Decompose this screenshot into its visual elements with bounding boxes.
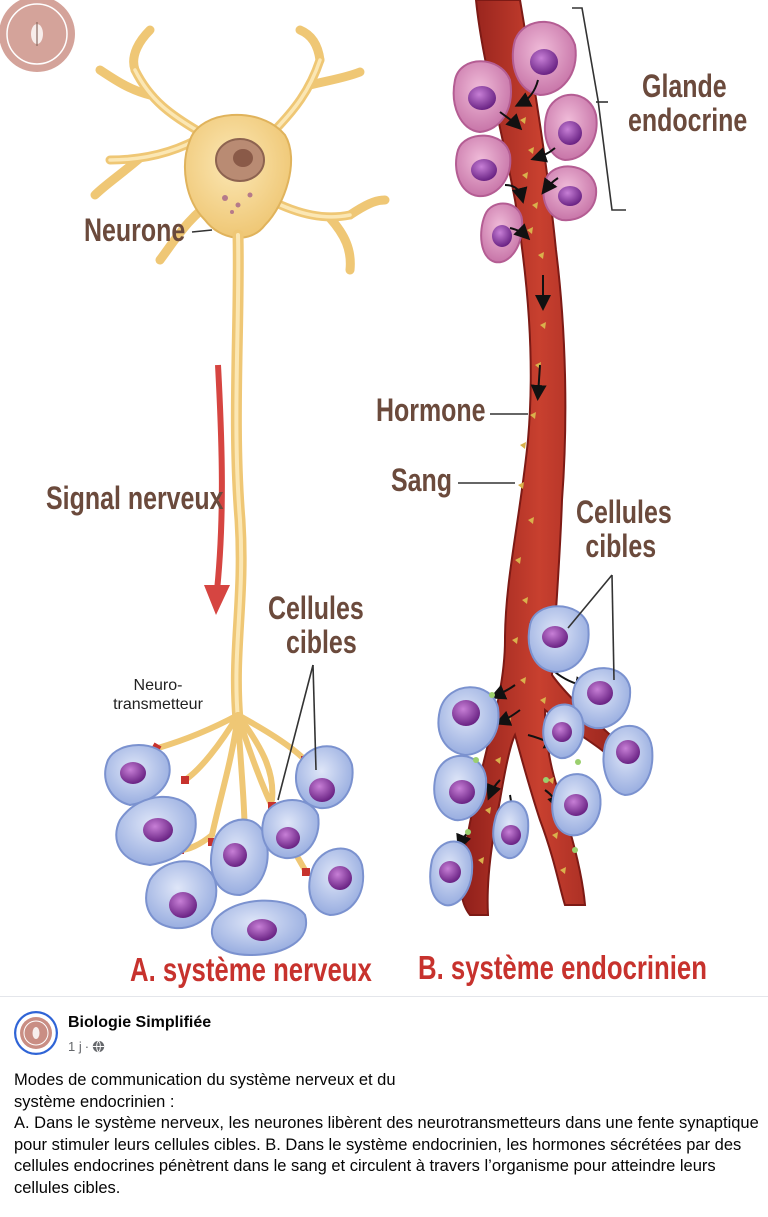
meta-separator: · bbox=[84, 1039, 90, 1054]
page-name-link[interactable]: Biologie Simplifiée bbox=[68, 1014, 212, 1031]
caption-systeme-endocrinien: B. système endocrinien bbox=[418, 949, 707, 986]
label-cellules-cibles-a: Cellules cibles bbox=[268, 590, 364, 660]
label-neurotransmetteur: Neuro- transmetteur bbox=[113, 677, 203, 714]
label-sang: Sang bbox=[391, 462, 453, 498]
caption-systeme-nerveux: A. système nerveux bbox=[130, 951, 372, 988]
post-header: Biologie Simplifiée 1 j · bbox=[14, 1011, 754, 1057]
label-glande-endocrine: Glande endocrine bbox=[628, 68, 748, 138]
label-hormone: Hormone bbox=[376, 392, 486, 428]
avatar[interactable] bbox=[14, 1011, 58, 1055]
post-image[interactable]: Neurone Signal nerveux Neuro- transmette… bbox=[0, 0, 768, 995]
post-text-line-2: système endocrinien : bbox=[14, 1092, 175, 1111]
divider bbox=[0, 996, 768, 997]
nervous-endocrine-diagram bbox=[90, 0, 654, 957]
label-neurone: Neurone bbox=[84, 212, 186, 248]
post-text-line-1: Modes de communication du système nerveu… bbox=[14, 1071, 396, 1089]
globe-icon bbox=[92, 1040, 105, 1053]
label-cellules-cibles-b: Cellules cibles bbox=[576, 494, 672, 564]
post-text-body: A. Dans le système nerveux, les neurones… bbox=[14, 1114, 759, 1197]
watermark-logo bbox=[0, 0, 78, 74]
signal-arrow bbox=[213, 364, 225, 601]
label-signal-nerveux: Signal nerveux bbox=[46, 480, 224, 516]
post-time[interactable]: 1 j bbox=[68, 1039, 82, 1054]
post-text: Modes de communication du système nerveu… bbox=[14, 1070, 759, 1199]
post-meta: 1 j · bbox=[68, 1039, 105, 1054]
